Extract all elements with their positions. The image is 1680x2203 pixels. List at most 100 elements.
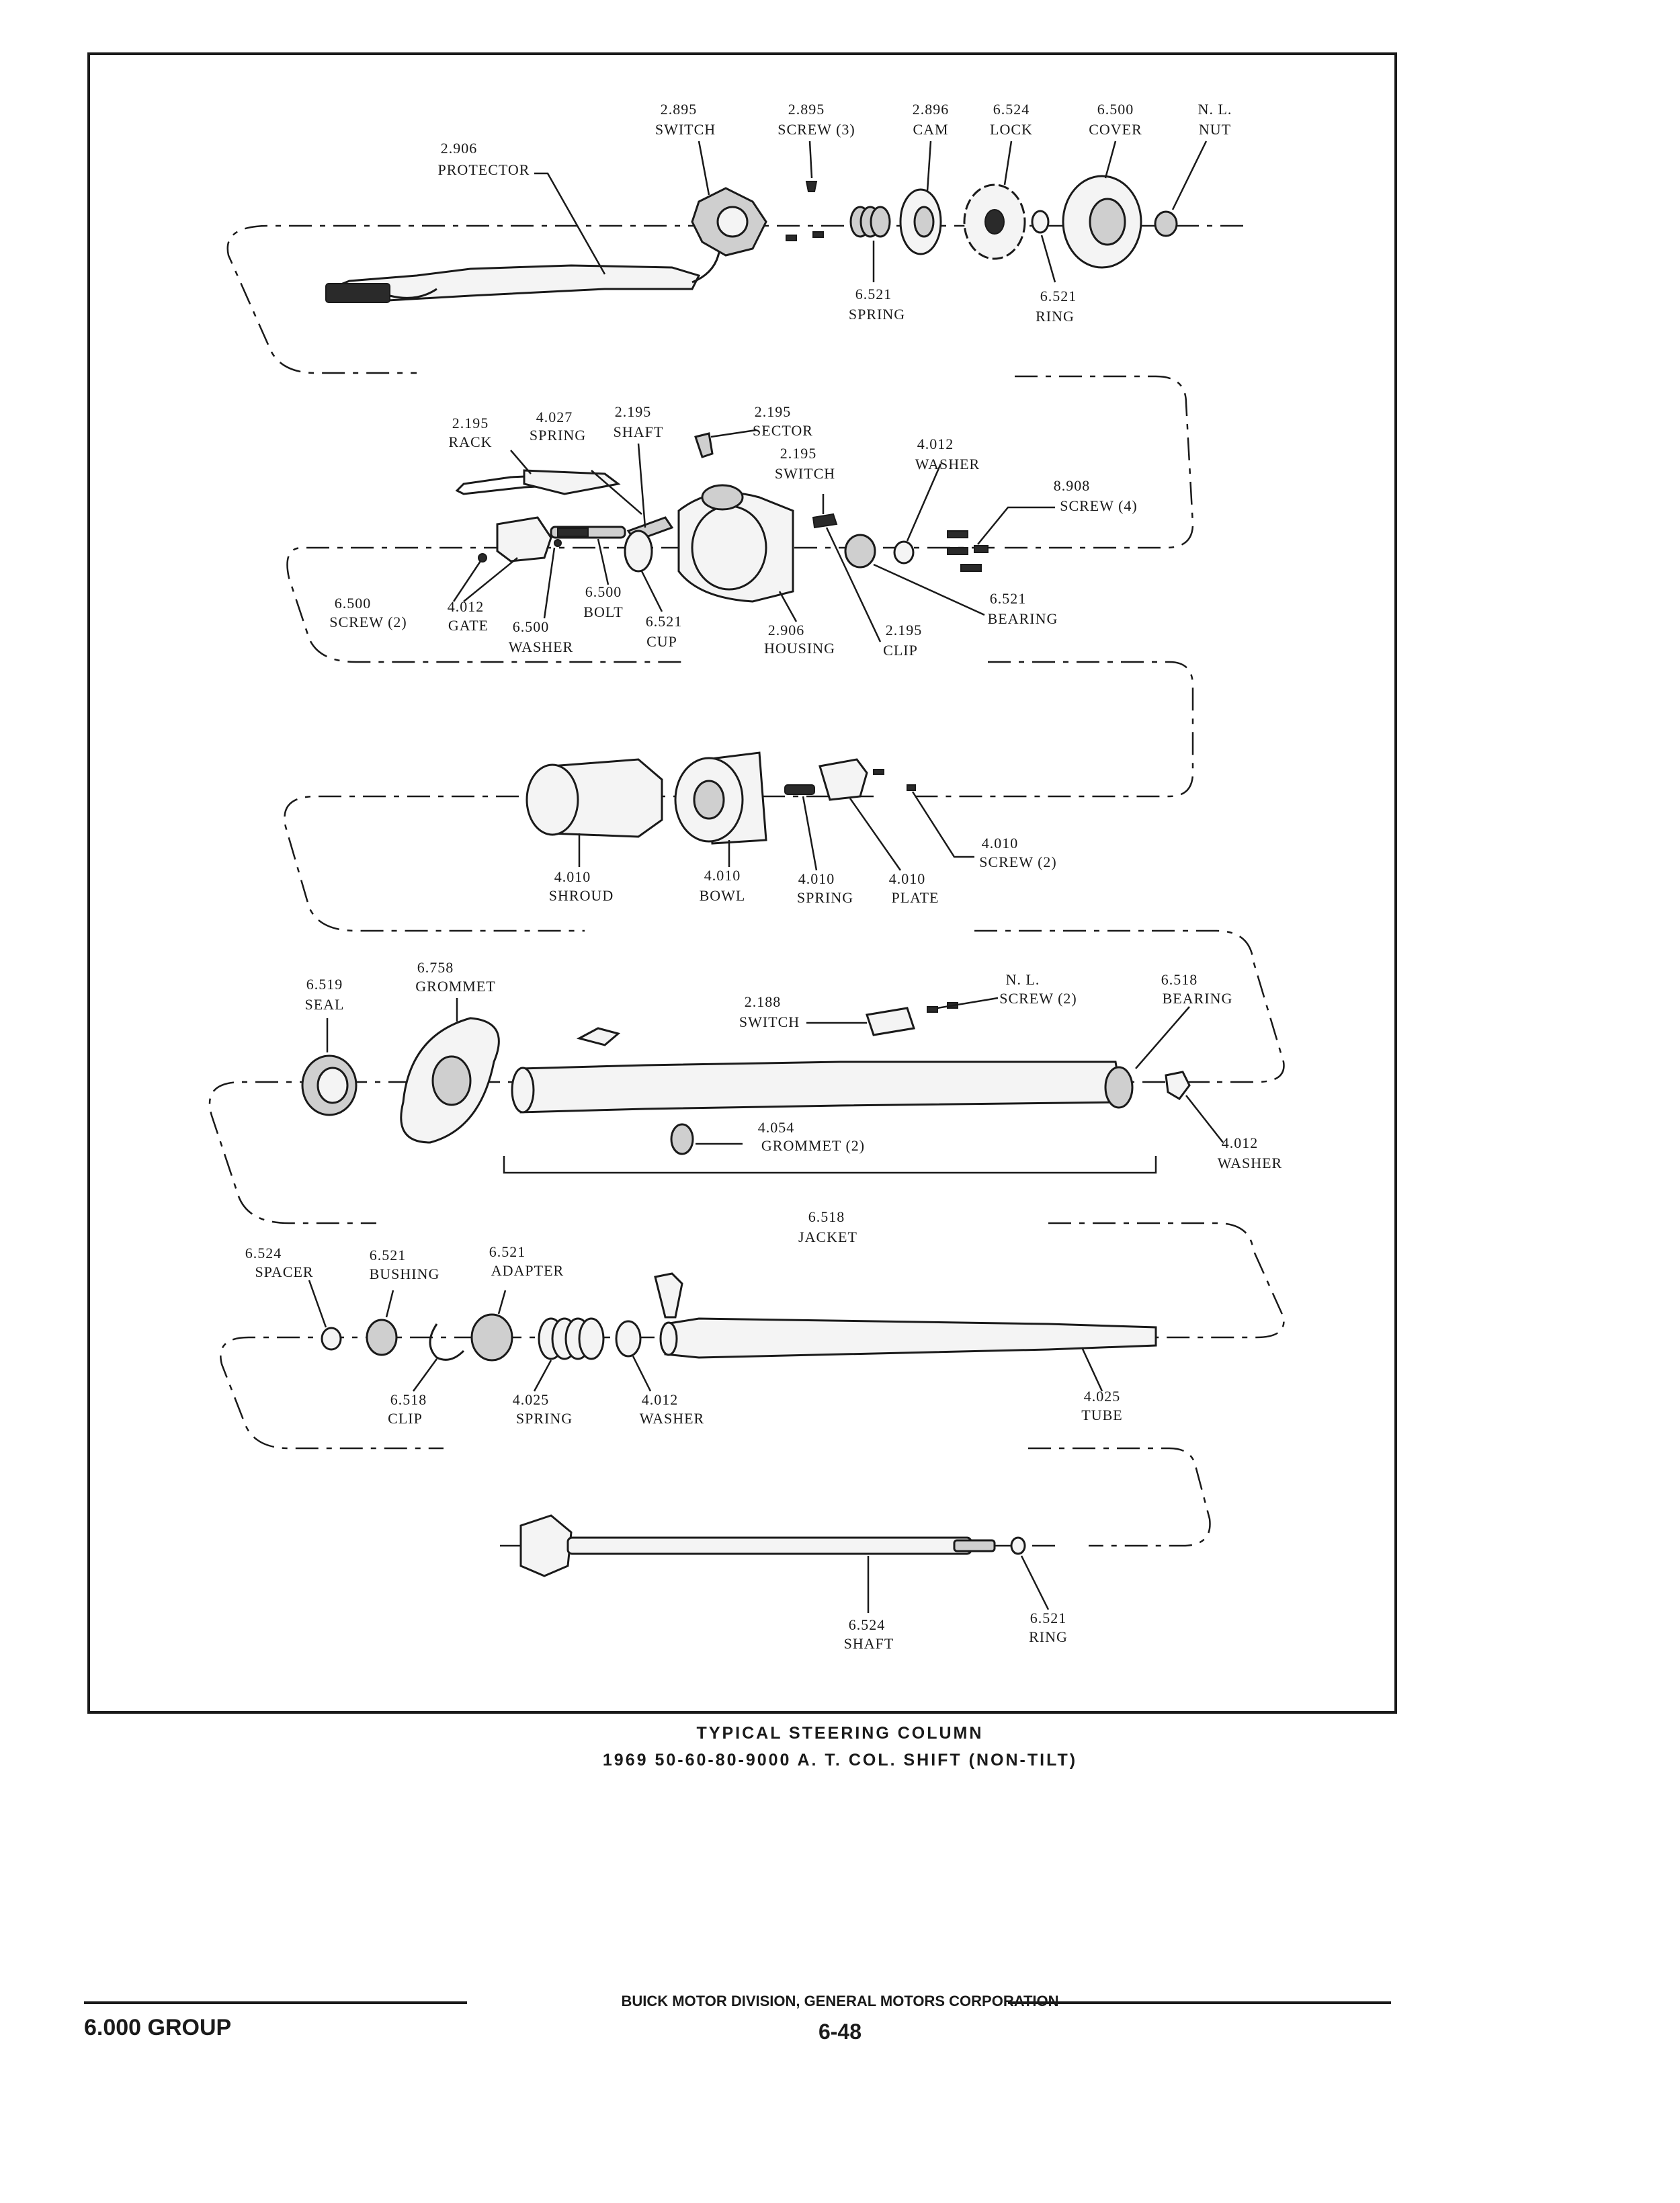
centerline-row-1-return	[1001, 375, 1194, 549]
label-spring-6521-code: 6.521	[855, 286, 892, 302]
shroud-4010-end-shape	[526, 763, 579, 836]
jacket-6518-bracket-line	[503, 1156, 1157, 1174]
label-jacket-6518-name: JACKET	[798, 1229, 857, 1245]
leader-lines	[308, 140, 1224, 1613]
label-washer-4012-c-code: 4.012	[642, 1391, 679, 1408]
clip-6518-shape	[429, 1323, 465, 1361]
label-bushing-6521-code: 6.521	[370, 1247, 407, 1263]
spring-4027-bracket-shape	[523, 469, 621, 495]
label-gate-4012-name: GATE	[448, 617, 489, 634]
footer-rule-right	[1008, 2001, 1391, 2004]
leader-washer-4012-a	[906, 463, 942, 542]
label-spacer-6524-name: SPACER	[255, 1263, 313, 1280]
diagram-title: TYPICAL STEERING COLUMN	[696, 1724, 984, 1743]
cover-6500-hub-shape	[1089, 198, 1126, 246]
label-ring-6521-b-code: 6.521	[1030, 1610, 1067, 1626]
label-bearing-6518-code: 6.518	[1161, 971, 1198, 988]
centerline-row-1	[226, 224, 1243, 374]
tube-4025-shape	[664, 1317, 1157, 1359]
label-screw-nl-code: N. L.	[1006, 971, 1040, 988]
label-lock-6524-code: 6.524	[993, 101, 1030, 118]
leader-ring-6521-a	[1040, 235, 1056, 283]
screw-6500-shape	[478, 553, 487, 563]
label-spring-4027-name: SPRING	[530, 427, 586, 444]
housing-2906-cap-shape	[701, 484, 744, 511]
label-screw-4010-name: SCREW (2)	[979, 854, 1057, 870]
leader-shaft-2195	[637, 443, 646, 528]
label-grommet-4054-name: GROMMET (2)	[761, 1137, 865, 1154]
label-bearing-6518-name: BEARING	[1163, 990, 1233, 1007]
label-switch-2895-code: 2.895	[661, 101, 698, 118]
label-bowl-4010-name: BOWL	[700, 887, 746, 904]
label-bearing-6521-name: BEARING	[988, 610, 1058, 627]
leader-screw-4010	[911, 791, 974, 858]
switch-2895-hub-shape	[716, 206, 749, 238]
leader-spacer-6524	[308, 1280, 327, 1328]
label-adapter-6521-name: ADAPTER	[491, 1262, 564, 1279]
centerline-row-4	[208, 1081, 1210, 1224]
label-bolt-6500-name: BOLT	[583, 604, 623, 620]
row-3-parts	[526, 751, 916, 845]
label-shaft-2195-code: 2.195	[615, 403, 652, 420]
part-labels: 2.895 SWITCH 2.895 SCREW (3) 2.896 CAM 6…	[245, 101, 1282, 1652]
leader-cover-6500	[1104, 140, 1117, 179]
leader-bearing-6518	[1135, 1006, 1190, 1069]
label-spring-6521-name: SPRING	[849, 306, 905, 323]
centerline-row-3-return	[974, 929, 1285, 1083]
washer-4012-a-shape	[893, 540, 915, 565]
centerline-row-5	[220, 1336, 1142, 1450]
label-cup-6521-code: 6.521	[646, 613, 683, 630]
leader-lock-6524	[1003, 140, 1013, 185]
label-cam-2896-name: CAM	[913, 121, 948, 138]
adapter-6521-shape	[470, 1313, 513, 1362]
harness-connector-shape	[325, 283, 390, 303]
label-plate-4010-code: 4.010	[889, 870, 926, 887]
leader-bolt-6500	[597, 538, 610, 585]
jacket-6518-bracket-shape	[576, 1027, 621, 1046]
spring-6521-shape	[849, 206, 891, 238]
label-spring-4027-code: 4.027	[536, 409, 573, 425]
leader-bushing-6521	[385, 1290, 394, 1318]
leader-clip-6518	[412, 1358, 438, 1392]
label-rack-2195-code: 2.195	[452, 415, 489, 431]
jacket-6518-end-shape	[511, 1067, 535, 1114]
label-washer-4012-a-code: 4.012	[917, 435, 954, 452]
label-clip-2195-code: 2.195	[886, 622, 923, 638]
spring-4010-shape	[784, 784, 815, 795]
label-spring-4010-name: SPRING	[797, 889, 853, 906]
label-shroud-4010-code: 4.010	[554, 868, 591, 885]
label-shaft-6524-name: SHAFT	[844, 1635, 894, 1652]
leader-sector-2195	[710, 429, 757, 438]
label-spring-4010-code: 4.010	[798, 870, 835, 887]
leader-rack-2195	[510, 450, 532, 474]
leader-plate-4010	[849, 798, 902, 871]
diagram-subtitle: 1969 50-60-80-9000 A. T. COL. SHIFT (NON…	[602, 1751, 1078, 1770]
label-bolt-6500-code: 6.500	[585, 583, 622, 600]
jacket-6518-shape	[519, 1061, 1124, 1114]
plate-4010-shape	[818, 758, 868, 801]
division-label: BUICK MOTOR DIVISION, GENERAL MOTORS COR…	[621, 1993, 1059, 2009]
label-washer-6500-code: 6.500	[513, 618, 550, 635]
label-screw-2895-name: SCREW (3)	[778, 121, 855, 138]
leader-tube-4025	[1081, 1347, 1103, 1392]
leader-bearing-6521	[873, 563, 985, 616]
label-washer-4012-c-name: WASHER	[640, 1410, 704, 1427]
row-6-parts	[519, 1514, 1026, 1577]
label-switch-2188-code: 2.188	[745, 993, 782, 1010]
washer-6500-shape	[554, 539, 562, 547]
label-washer-6500-name: WASHER	[509, 638, 573, 655]
leader-gate-4012	[463, 557, 518, 602]
label-rack-2195-name: RACK	[448, 433, 492, 450]
grommet-4054-shape	[670, 1123, 694, 1155]
leader-screw-8908	[977, 506, 1055, 545]
label-seal-6519-code: 6.519	[306, 976, 343, 993]
label-grommet-4054-code: 4.054	[758, 1119, 795, 1136]
label-washer-4012-b-name: WASHER	[1218, 1155, 1282, 1171]
leader-adapter-6521	[497, 1290, 507, 1315]
label-shaft-6524-code: 6.524	[849, 1616, 886, 1633]
label-bearing-6521-code: 6.521	[990, 590, 1027, 607]
label-nut-nl-name: NUT	[1199, 121, 1231, 138]
leader-housing-2906	[778, 591, 798, 622]
group-label: 6.000 GROUP	[84, 2015, 232, 2040]
